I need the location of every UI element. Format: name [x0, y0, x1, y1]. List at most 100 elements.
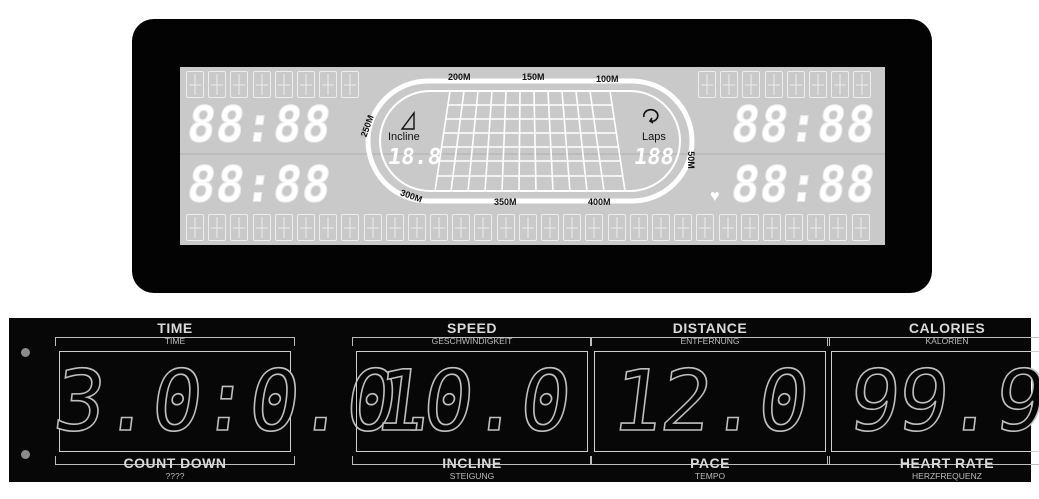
- lcd-glyph-cell: [319, 214, 338, 241]
- lcd-glyph-cell: [186, 214, 204, 241]
- lcd-glyph-cell: [341, 71, 360, 98]
- lcd-glyph-cell: [274, 71, 293, 98]
- lcd-glyph-cell: [629, 214, 648, 241]
- lcd-glyph-cell: [230, 214, 249, 241]
- lcd-glyph-cell: [296, 214, 315, 241]
- readout-subtitle: GESCHWINDIGKEIT: [431, 336, 513, 346]
- lcd-screen: 88:88 88:88 88:88 88:88 ♥: [180, 67, 885, 245]
- lcd-glyph-cell: [474, 214, 493, 241]
- readout-calories: CALORIES KALORIEN 99.9 HEART RATE HERZFR…: [827, 318, 1039, 482]
- left-top-digits: 88:88: [183, 94, 336, 154]
- mark-50m: 50M: [685, 151, 696, 169]
- readout-title: SPEED: [447, 320, 497, 336]
- laps-label: Laps: [642, 131, 666, 143]
- lcd-glyph-cell: [786, 71, 805, 98]
- right-bottom-digits: 88:88: [727, 154, 880, 214]
- lcd-glyph-cell: [585, 214, 604, 241]
- readout-display: [356, 351, 588, 452]
- lcd-glyph-cell: [698, 71, 716, 98]
- lcd-glyph-cell: [807, 214, 826, 241]
- readout-value: 10.0: [368, 351, 576, 451]
- readout-subtitle: ENTFERNUNG: [680, 336, 740, 346]
- mark-350m: 350M: [494, 197, 517, 207]
- mark-100m: 100M: [596, 74, 619, 84]
- top-left-text-glyphs: [186, 71, 360, 98]
- right-top-digits: 88:88: [727, 94, 880, 154]
- incline-icon: [400, 110, 415, 130]
- readout-subtitle: KALORIEN: [925, 336, 969, 346]
- lcd-glyph-cell: [407, 214, 426, 241]
- heart-icon: ♥: [710, 188, 720, 205]
- lcd-glyph-cell: [319, 71, 338, 98]
- lcd-glyph-cell: [341, 214, 360, 241]
- lcd-glyph-cell: [230, 71, 249, 98]
- screw-icon: [21, 450, 30, 459]
- lcd-glyph-cell: [762, 214, 781, 241]
- screw-icon: [21, 348, 30, 357]
- incline-label: Incline: [388, 131, 420, 143]
- readout-display: [594, 351, 826, 452]
- lcd-glyph-cell: [607, 214, 626, 241]
- readout-subtitle: TIME: [164, 336, 186, 346]
- lcd-glyph-cell: [252, 214, 271, 241]
- readout-title: TIME: [157, 320, 193, 336]
- lcd-glyph-cell: [541, 214, 559, 241]
- top-right-text-glyphs: [698, 71, 872, 98]
- lcd-glyph-cell: [829, 214, 848, 241]
- lcd-glyph-cell: [674, 214, 693, 241]
- track-outline: [365, 78, 695, 204]
- lcd-glyph-cell: [808, 71, 827, 98]
- readout-display: [831, 351, 1039, 452]
- lcd-console: 88:88 88:88 88:88 88:88 ♥: [132, 19, 932, 293]
- running-track: 200M 150M 100M 50M 400M 350M 300M 250M I…: [359, 72, 700, 239]
- lcd-glyph-cell: [518, 214, 537, 241]
- mark-400m: 400M: [588, 197, 611, 207]
- readout-lower-subtitle: STEIGUNG: [449, 471, 495, 481]
- lcd-glyph-cell: [208, 71, 227, 98]
- readout-speed: SPEED GESCHWINDIGKEIT 10.0 INCLINE STEIG…: [352, 318, 592, 482]
- laps-icon: [643, 108, 659, 124]
- readout-display: [59, 351, 291, 452]
- readout-lower-title: COUNT DOWN: [123, 455, 227, 471]
- lcd-glyph-cell: [452, 214, 471, 241]
- laps-value: 188: [632, 145, 676, 170]
- lcd-glyph-cell: [851, 214, 870, 241]
- lcd-glyph-cell: [186, 71, 204, 98]
- mark-150m: 150M: [522, 72, 545, 82]
- readout-title: CALORIES: [908, 320, 986, 336]
- lcd-glyph-cell: [853, 71, 872, 98]
- incline-value: 18.8: [386, 145, 443, 170]
- lcd-glyph-cell: [363, 214, 382, 241]
- lcd-glyph-cell: [785, 214, 804, 241]
- lcd-glyph-cell: [496, 214, 515, 241]
- lcd-glyph-cell: [274, 214, 293, 241]
- readout-time: TIME TIME 3.0:0.0. COUNT DOWN ????: [48, 318, 450, 482]
- readout-value: 3.0:0.0.: [48, 351, 450, 451]
- lcd-glyph-cell: [385, 214, 404, 241]
- lcd-glyph-cell: [740, 214, 759, 241]
- bottom-text-glyphs: [186, 214, 870, 241]
- readout-lower-subtitle: TEMPO: [694, 471, 726, 481]
- lcd-glyph-cell: [742, 71, 761, 98]
- lcd-glyph-cell: [430, 214, 449, 241]
- lcd-glyph-cell: [296, 71, 315, 98]
- readout-panel: TIME TIME 3.0:0.0. COUNT DOWN ???? SPEED…: [9, 318, 1039, 482]
- readout-distance: DISTANCE ENTFERNUNG 12.0 PACE TEMPO: [590, 318, 830, 482]
- lcd-divider: [180, 153, 885, 155]
- left-bottom-digits: 88:88: [183, 154, 336, 214]
- mark-200m: 200M: [448, 72, 471, 82]
- lcd-glyph-cell: [563, 214, 582, 241]
- lcd-glyph-cell: [252, 71, 271, 98]
- lcd-glyph-cell: [764, 71, 783, 98]
- readout-value: 99.9: [843, 351, 1039, 451]
- lcd-glyph-cell: [208, 214, 227, 241]
- lcd-glyph-cell: [651, 214, 670, 241]
- readout-lower-subtitle: ????: [165, 471, 185, 481]
- lcd-glyph-cell: [720, 71, 739, 98]
- readout-lower-title: HEART RATE: [899, 455, 995, 471]
- readout-title: DISTANCE: [672, 320, 748, 336]
- lcd-glyph-cell: [718, 214, 737, 241]
- readout-lower-title: PACE: [690, 455, 730, 471]
- readout-lower-subtitle: HERZFREQUENZ: [912, 471, 982, 481]
- readout-value: 12.0: [606, 351, 814, 451]
